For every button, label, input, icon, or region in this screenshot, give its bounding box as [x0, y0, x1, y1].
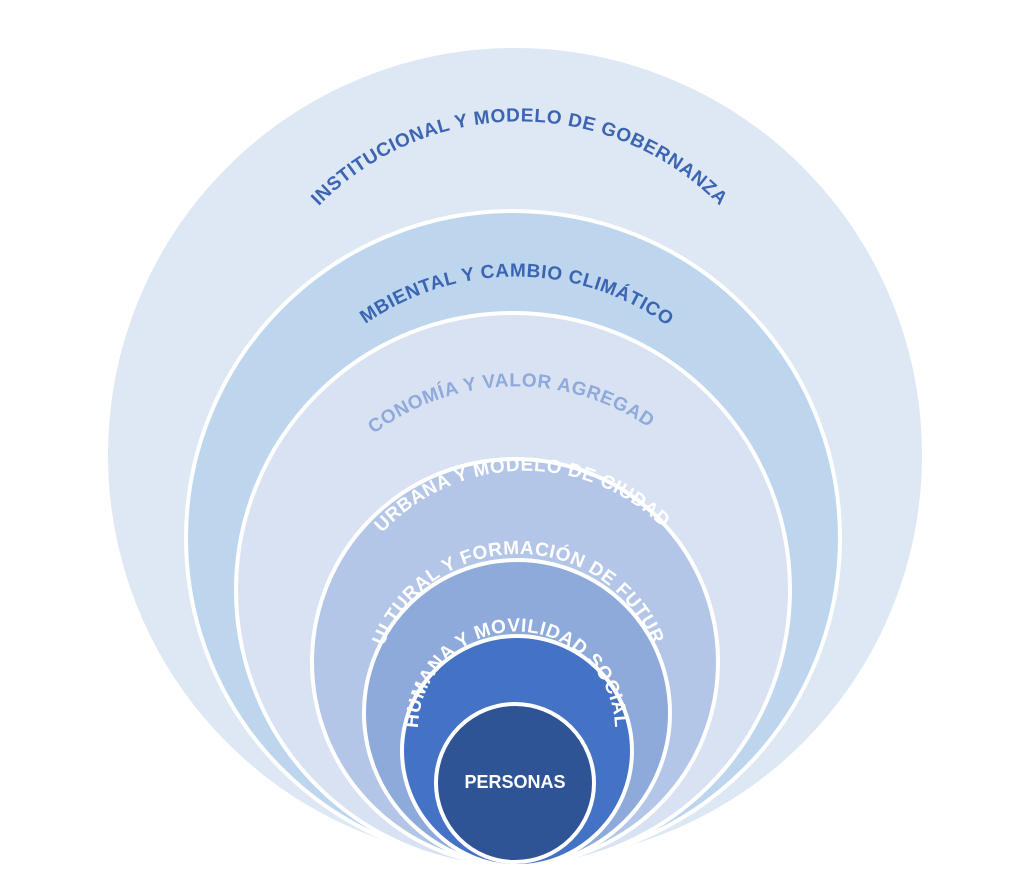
core-personas: [434, 702, 596, 864]
label-personas: PERSONAS: [464, 772, 565, 792]
layer-rings: [104, 44, 926, 869]
